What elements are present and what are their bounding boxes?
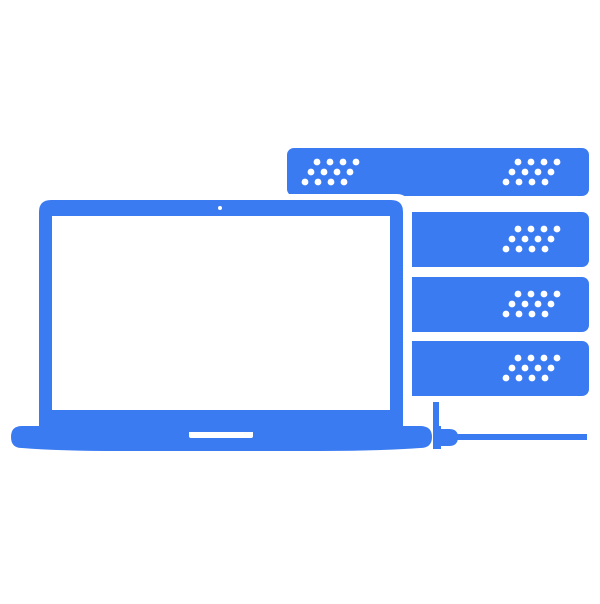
server-unit-1-left-dot — [314, 178, 322, 186]
server-unit-1-left-dot — [333, 168, 341, 176]
server-unit-2-right-dot — [502, 245, 510, 253]
server-unit-2-right-dot — [547, 235, 555, 243]
server-unit-3-right-dot — [521, 300, 529, 308]
server-rack-icon — [287, 148, 589, 396]
laptop-camera — [218, 206, 222, 210]
server-unit-1-right-dot — [514, 158, 522, 166]
server-unit-1-right-dot — [547, 168, 555, 176]
server-unit-2-right-dot — [514, 225, 522, 233]
server-unit-2-right-dot — [540, 225, 548, 233]
server-unit-2-right-dot — [553, 225, 561, 233]
server-unit-4-right-dot — [514, 354, 522, 362]
server-unit-1-right-dot — [502, 178, 510, 186]
server-unit-1-left-dot — [313, 158, 321, 166]
server-unit-4-right-dot — [521, 364, 529, 372]
server-unit-3-right-dot — [534, 300, 542, 308]
server-unit-3-right-dot — [528, 310, 536, 318]
server-unit-3-right-dot — [515, 310, 523, 318]
server-unit-1-right-dot — [540, 158, 548, 166]
laptop-trackpad-notch — [189, 432, 253, 438]
server-unit-2 — [405, 212, 589, 267]
server-unit-4 — [405, 341, 589, 396]
cable-plug — [433, 426, 458, 449]
server-unit-3-right-dot — [547, 300, 555, 308]
server-unit-1-left-dot — [320, 168, 328, 176]
server-unit-1-left-dot — [307, 168, 315, 176]
server-unit-1-left-dot — [346, 168, 354, 176]
server-unit-3 — [405, 277, 589, 332]
server-unit-4-right-dot — [547, 364, 555, 372]
server-unit-1-right-dot — [508, 168, 516, 176]
server-unit-3-right-dot — [540, 290, 548, 298]
server-unit-3-right-dot — [502, 310, 510, 318]
laptop-base — [11, 426, 432, 451]
server-unit-4-right-dot — [534, 364, 542, 372]
server-unit-1-right-dot — [541, 178, 549, 186]
laptop-icon — [11, 194, 432, 451]
server-unit-1-left-dot — [340, 178, 348, 186]
server-unit-1-left-dot — [301, 178, 309, 186]
server-unit-1-right-dot — [527, 158, 535, 166]
server-unit-1-left-dot — [326, 158, 334, 166]
server-indicator-lights — [301, 158, 561, 382]
server-unit-4-right-dot — [541, 374, 549, 382]
server-unit-2-right-dot — [515, 245, 523, 253]
server-unit-1 — [287, 148, 589, 196]
server-unit-4-right-dot — [527, 354, 535, 362]
server-unit-1-left-dot — [327, 178, 335, 186]
server-unit-2-right-dot — [527, 225, 535, 233]
server-unit-4-right-dot — [540, 354, 548, 362]
server-unit-4-right-dot — [528, 374, 536, 382]
server-unit-1-right-dot — [528, 178, 536, 186]
server-unit-2-right-dot — [541, 245, 549, 253]
cable-horizontal — [456, 434, 587, 440]
server-unit-2-right-dot — [508, 235, 516, 243]
server-unit-4-right-dot — [515, 374, 523, 382]
server-unit-1-left-dot — [339, 158, 347, 166]
server-unit-2-right-dot — [521, 235, 529, 243]
server-unit-1-right-dot — [534, 168, 542, 176]
server-unit-3-right-dot — [541, 310, 549, 318]
server-unit-3-right-dot — [527, 290, 535, 298]
server-unit-3-right-dot — [553, 290, 561, 298]
server-unit-3-right-dot — [514, 290, 522, 298]
server-unit-1-right-dot — [521, 168, 529, 176]
server-unit-2-right-dot — [534, 235, 542, 243]
server-unit-2-right-dot — [528, 245, 536, 253]
server-unit-1-right-dot — [515, 178, 523, 186]
server-unit-4-right-dot — [508, 364, 516, 372]
network-cable — [433, 402, 587, 449]
server-unit-1-right-dot — [553, 158, 561, 166]
server-unit-1-left-dot — [352, 158, 360, 166]
server-unit-4-right-dot — [553, 354, 561, 362]
cable-vertical — [433, 402, 439, 434]
server-unit-4-right-dot — [502, 374, 510, 382]
laptop-outline-gap — [32, 194, 412, 430]
server-unit-3-right-dot — [508, 300, 516, 308]
